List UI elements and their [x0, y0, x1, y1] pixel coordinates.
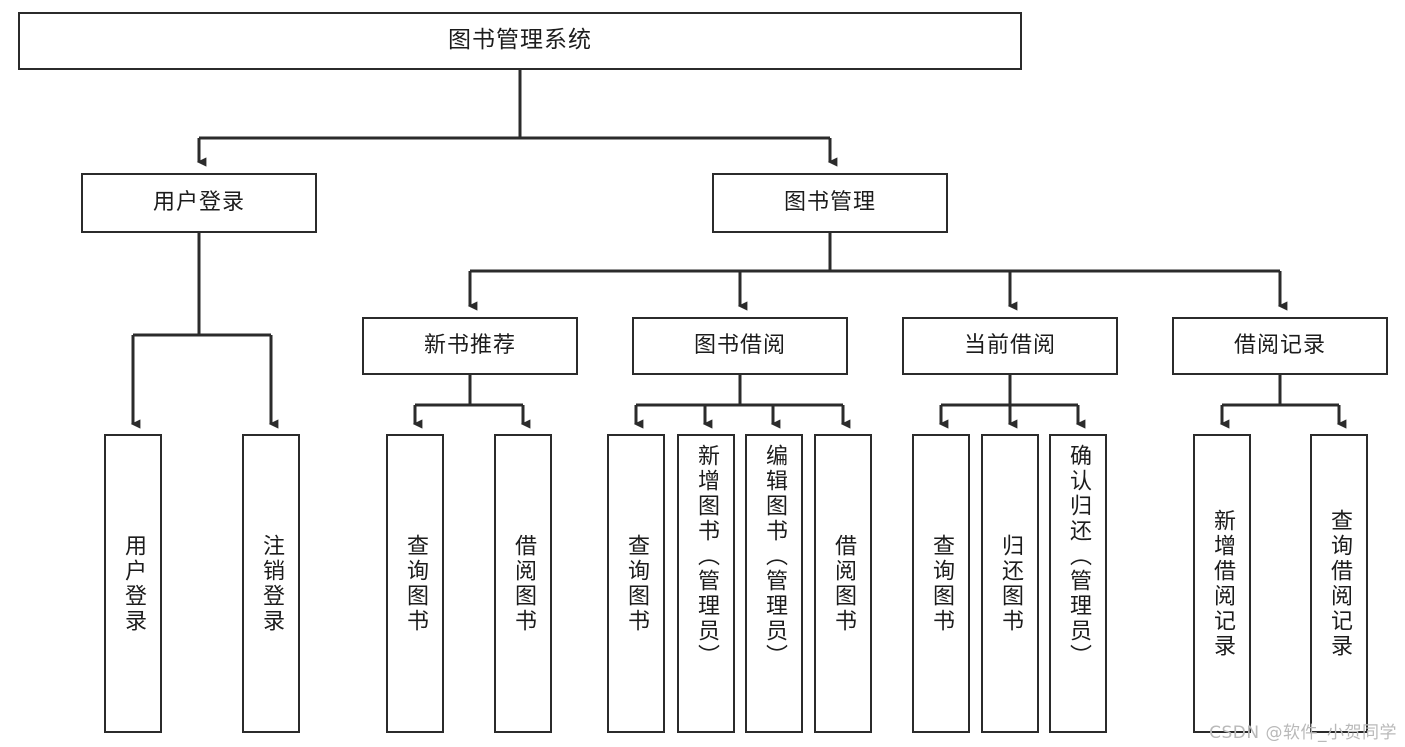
- leaf-query-book-new[interactable]: 查询图书: [386, 434, 444, 733]
- leaf-confirm-return-admin[interactable]: 确认归还（管理员）: [1049, 434, 1107, 733]
- leaf-add-book-admin[interactable]: 新增图书（管理员）: [677, 434, 735, 733]
- node-current-borrow[interactable]: 当前借阅: [902, 317, 1118, 375]
- node-label: 查询借阅记录: [1327, 508, 1352, 659]
- node-label: 用户登录: [121, 533, 146, 634]
- node-label: 查询图书: [929, 533, 954, 634]
- leaf-query-borrow-record[interactable]: 查询借阅记录: [1310, 434, 1368, 733]
- node-new-book-recommend[interactable]: 新书推荐: [362, 317, 578, 375]
- node-book-management[interactable]: 图书管理: [712, 173, 948, 233]
- leaf-query-book-current[interactable]: 查询图书: [912, 434, 970, 733]
- node-user-login[interactable]: 用户登录: [81, 173, 317, 233]
- node-label: 图书管理: [783, 190, 876, 216]
- node-label: 用户登录: [152, 190, 245, 216]
- leaf-return-book[interactable]: 归还图书: [981, 434, 1039, 733]
- node-label: 当前借阅: [963, 333, 1056, 359]
- node-label: 借阅图书: [831, 533, 856, 634]
- node-label: 新书推荐: [423, 333, 516, 359]
- leaf-borrow-book-new[interactable]: 借阅图书: [494, 434, 552, 733]
- node-root-system[interactable]: 图书管理系统: [18, 12, 1022, 70]
- node-label: 注销登录: [259, 533, 284, 634]
- leaf-borrow-book[interactable]: 借阅图书: [814, 434, 872, 733]
- leaf-edit-book-admin[interactable]: 编辑图书（管理员）: [745, 434, 803, 733]
- watermark-text: CSDN @软件_小贺同学: [1209, 723, 1397, 743]
- node-label: 借阅记录: [1233, 333, 1326, 359]
- node-label: 查询图书: [403, 533, 428, 634]
- leaf-query-book-borrow[interactable]: 查询图书: [607, 434, 665, 733]
- node-book-borrow[interactable]: 图书借阅: [632, 317, 848, 375]
- node-label: 查询图书: [624, 533, 649, 634]
- node-label: 借阅图书: [511, 533, 536, 634]
- leaf-add-borrow-record[interactable]: 新增借阅记录: [1193, 434, 1251, 733]
- node-label: 图书管理系统: [448, 27, 592, 54]
- node-label: 编辑图书（管理员）: [762, 444, 787, 669]
- node-label: 新增图书（管理员）: [694, 444, 719, 669]
- leaf-logout[interactable]: 注销登录: [242, 434, 300, 733]
- node-label: 归还图书: [998, 533, 1023, 634]
- node-label: 确认归还（管理员）: [1066, 444, 1091, 669]
- node-borrow-record[interactable]: 借阅记录: [1172, 317, 1388, 375]
- node-label: 新增借阅记录: [1210, 508, 1235, 659]
- node-label: 图书借阅: [693, 333, 786, 359]
- leaf-user-login[interactable]: 用户登录: [104, 434, 162, 733]
